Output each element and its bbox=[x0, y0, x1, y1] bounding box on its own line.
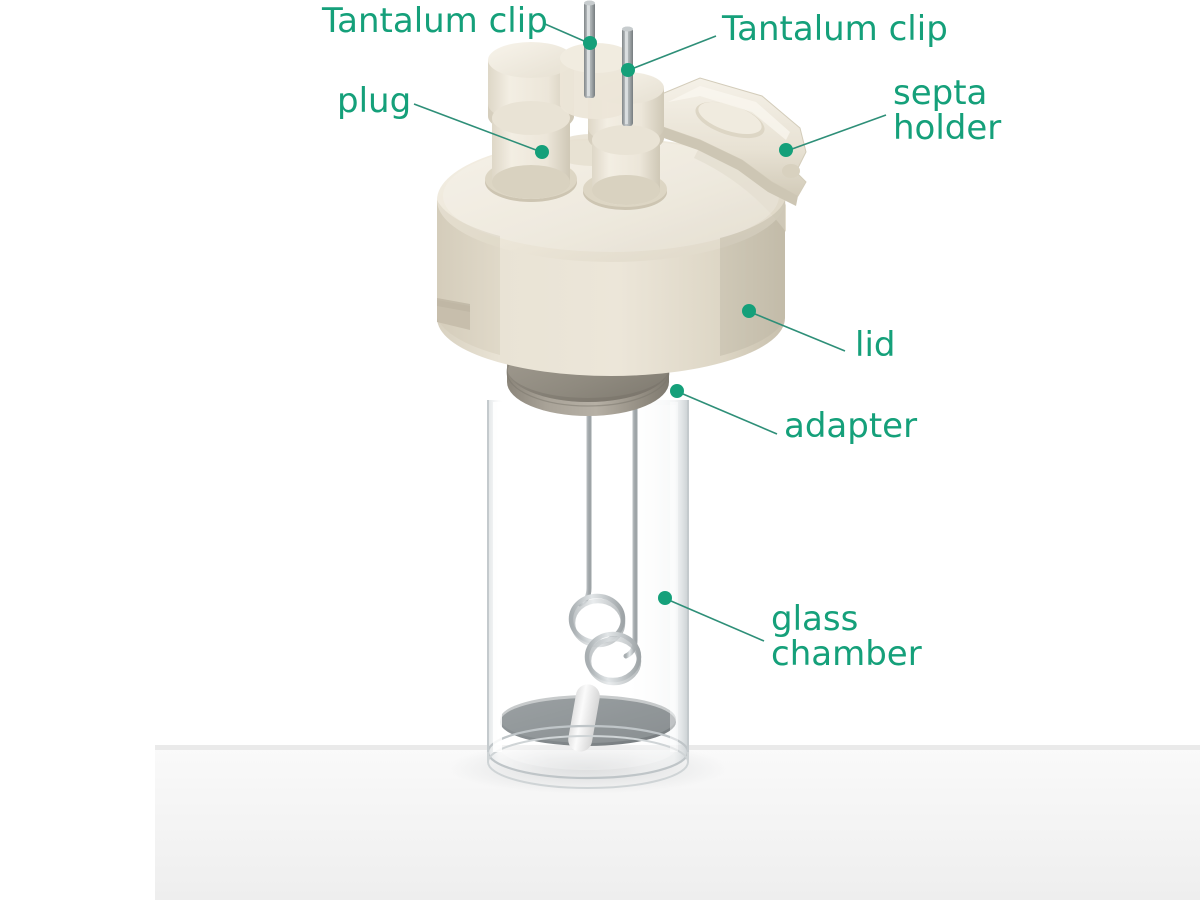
leader-dot-tantalum-clip-right bbox=[621, 63, 635, 77]
tantalum-clip-right-rod bbox=[622, 26, 633, 126]
leader-line-adapter bbox=[682, 393, 778, 435]
leader-dot-adapter bbox=[670, 384, 684, 398]
leader-line-lid bbox=[754, 313, 846, 352]
leader-line-tantalum-clip-right bbox=[633, 35, 717, 69]
stir-bar bbox=[568, 684, 600, 752]
leader-line-septa-holder bbox=[791, 114, 887, 150]
septa-notch bbox=[782, 164, 800, 178]
leader-dot-lid bbox=[742, 304, 756, 318]
leader-lines bbox=[413, 23, 887, 642]
leader-dots bbox=[535, 36, 793, 605]
leader-line-tantalum-clip-left bbox=[544, 23, 585, 42]
leader-dot-glass-chamber bbox=[658, 591, 672, 605]
label-tantalum-clip-right: Tantalum clip bbox=[722, 12, 948, 47]
label-tantalum-clip-left-line-0: Tantalum clip bbox=[322, 1, 548, 41]
leader-line-glass-chamber bbox=[670, 600, 765, 642]
label-tantalum-clip-left: Tantalum clip bbox=[322, 4, 548, 39]
label-glass-chamber-line-1: chamber bbox=[771, 633, 922, 674]
leader-dot-plug bbox=[535, 145, 549, 159]
plug-rear bbox=[560, 43, 632, 119]
label-septa-holder-line-1: holder bbox=[893, 107, 1002, 148]
label-septa-holder-line-0: septa bbox=[893, 73, 988, 113]
label-glass-chamber-line-0: glass bbox=[771, 599, 859, 639]
label-tantalum-clip-right-line-0: Tantalum clip bbox=[722, 9, 948, 49]
septa-holder bbox=[651, 77, 807, 206]
label-lid: lid bbox=[855, 328, 895, 363]
leader-dot-tantalum-clip-left bbox=[583, 36, 597, 50]
electrode-coils bbox=[568, 593, 642, 686]
label-adapter: adapter bbox=[784, 409, 917, 444]
leader-dot-septa-holder bbox=[779, 143, 793, 157]
tantalum-clip-left-rod bbox=[584, 0, 595, 98]
label-lid-line-0: lid bbox=[855, 325, 896, 365]
label-plug: plug bbox=[337, 84, 411, 119]
leader-line-plug bbox=[413, 103, 537, 151]
plug-left bbox=[488, 42, 574, 199]
label-plug-line-0: plug bbox=[337, 81, 412, 121]
label-adapter-line-0: adapter bbox=[784, 406, 918, 446]
